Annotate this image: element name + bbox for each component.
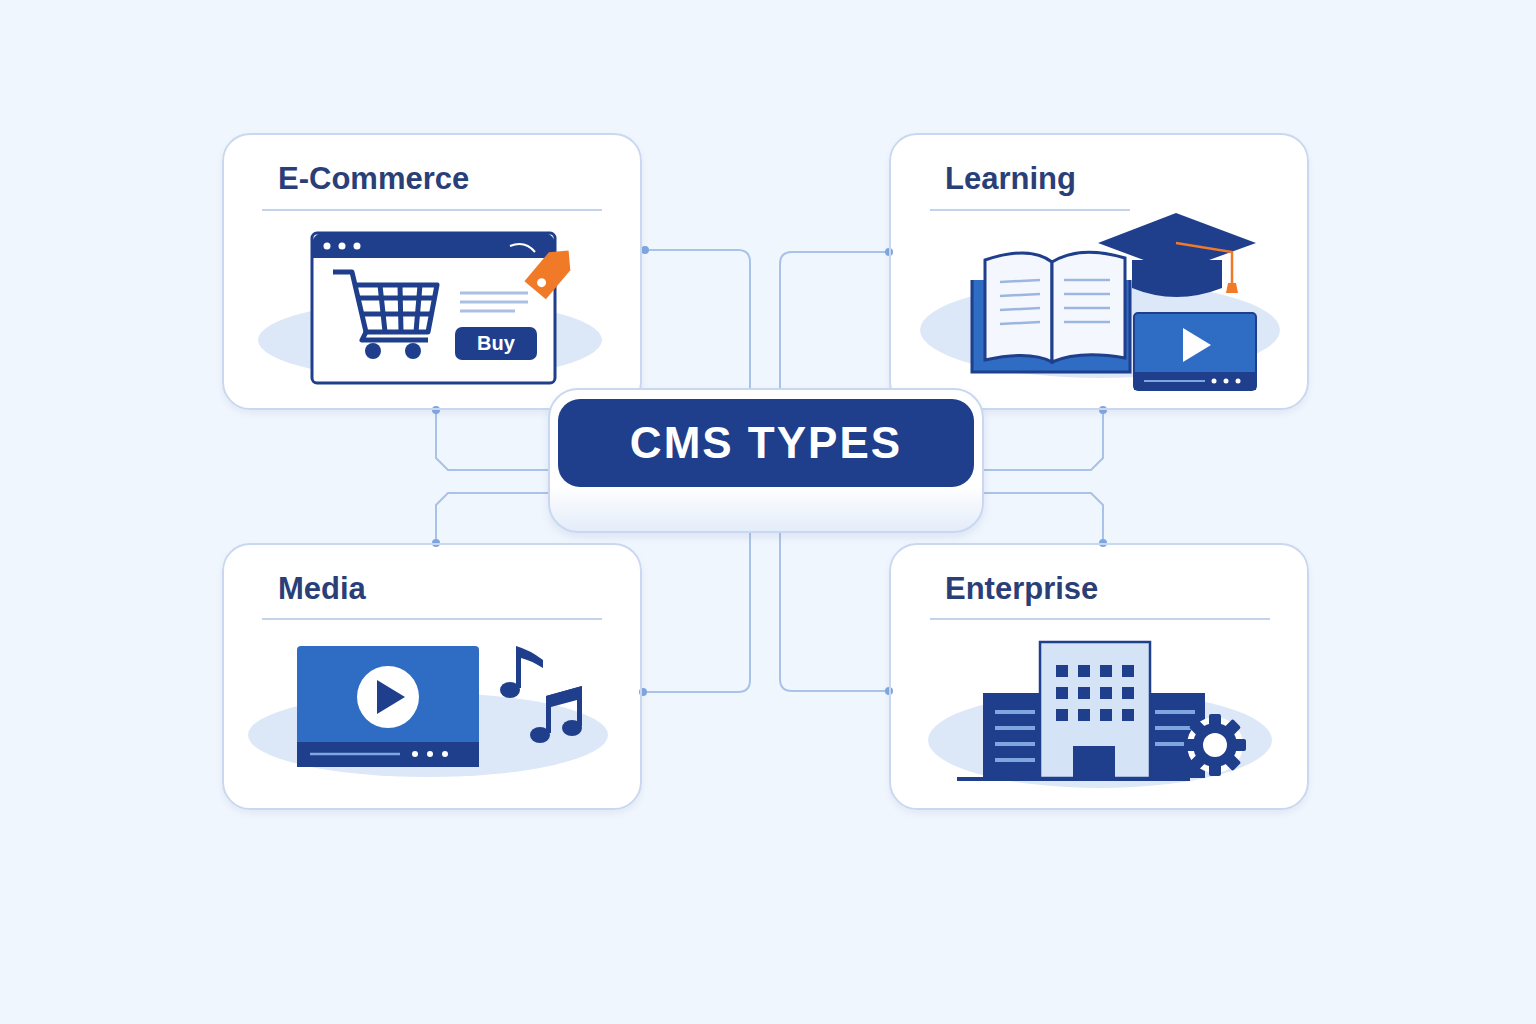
buy-button: Buy — [455, 327, 537, 360]
window — [1078, 687, 1090, 699]
connector-line — [984, 410, 1103, 470]
gear-tooth — [1224, 754, 1241, 771]
connector-dot — [1099, 406, 1107, 414]
connector-line — [436, 493, 548, 543]
connector-line — [436, 410, 548, 470]
connector-dot — [432, 406, 440, 414]
window — [1056, 665, 1068, 677]
heading-rules — [262, 210, 1270, 619]
card-heading: E-Commerce — [278, 161, 469, 197]
enterprise-illustration — [928, 642, 1272, 788]
window — [1100, 665, 1112, 677]
window — [1078, 665, 1090, 677]
gear-tooth — [1184, 739, 1196, 751]
learning-illustration — [920, 213, 1280, 390]
gear-tooth — [1209, 714, 1221, 726]
card-heading: Media — [278, 571, 366, 607]
connector — [984, 406, 1107, 470]
window — [1100, 687, 1112, 699]
gear-tooth — [1189, 719, 1206, 736]
shop-illustration — [258, 233, 602, 383]
window — [1100, 709, 1112, 721]
window — [1122, 665, 1134, 677]
category-card: Enterprise — [889, 543, 1309, 810]
connector — [432, 493, 548, 547]
gear-tooth — [1234, 739, 1246, 751]
window — [1078, 709, 1090, 721]
connector — [432, 406, 548, 470]
window — [1056, 709, 1068, 721]
window — [1122, 709, 1134, 721]
category-card: E-Commerce — [222, 133, 642, 410]
card-heading: Learning — [945, 161, 1076, 197]
category-card: Media — [222, 543, 642, 810]
window — [1056, 687, 1068, 699]
category-card: Learning — [889, 133, 1309, 410]
connector — [984, 493, 1107, 547]
window — [1122, 687, 1134, 699]
hub-title: CMS TYPES — [558, 399, 974, 487]
card-grounds — [222, 133, 1309, 810]
gear-tooth — [1209, 764, 1221, 776]
gear-tooth — [1224, 719, 1241, 736]
card-heading: Enterprise — [945, 571, 1098, 607]
hub-box: CMS TYPES — [548, 388, 984, 533]
gear-tooth — [1189, 754, 1206, 771]
media-illustration — [248, 646, 608, 777]
connector-line — [984, 493, 1103, 543]
